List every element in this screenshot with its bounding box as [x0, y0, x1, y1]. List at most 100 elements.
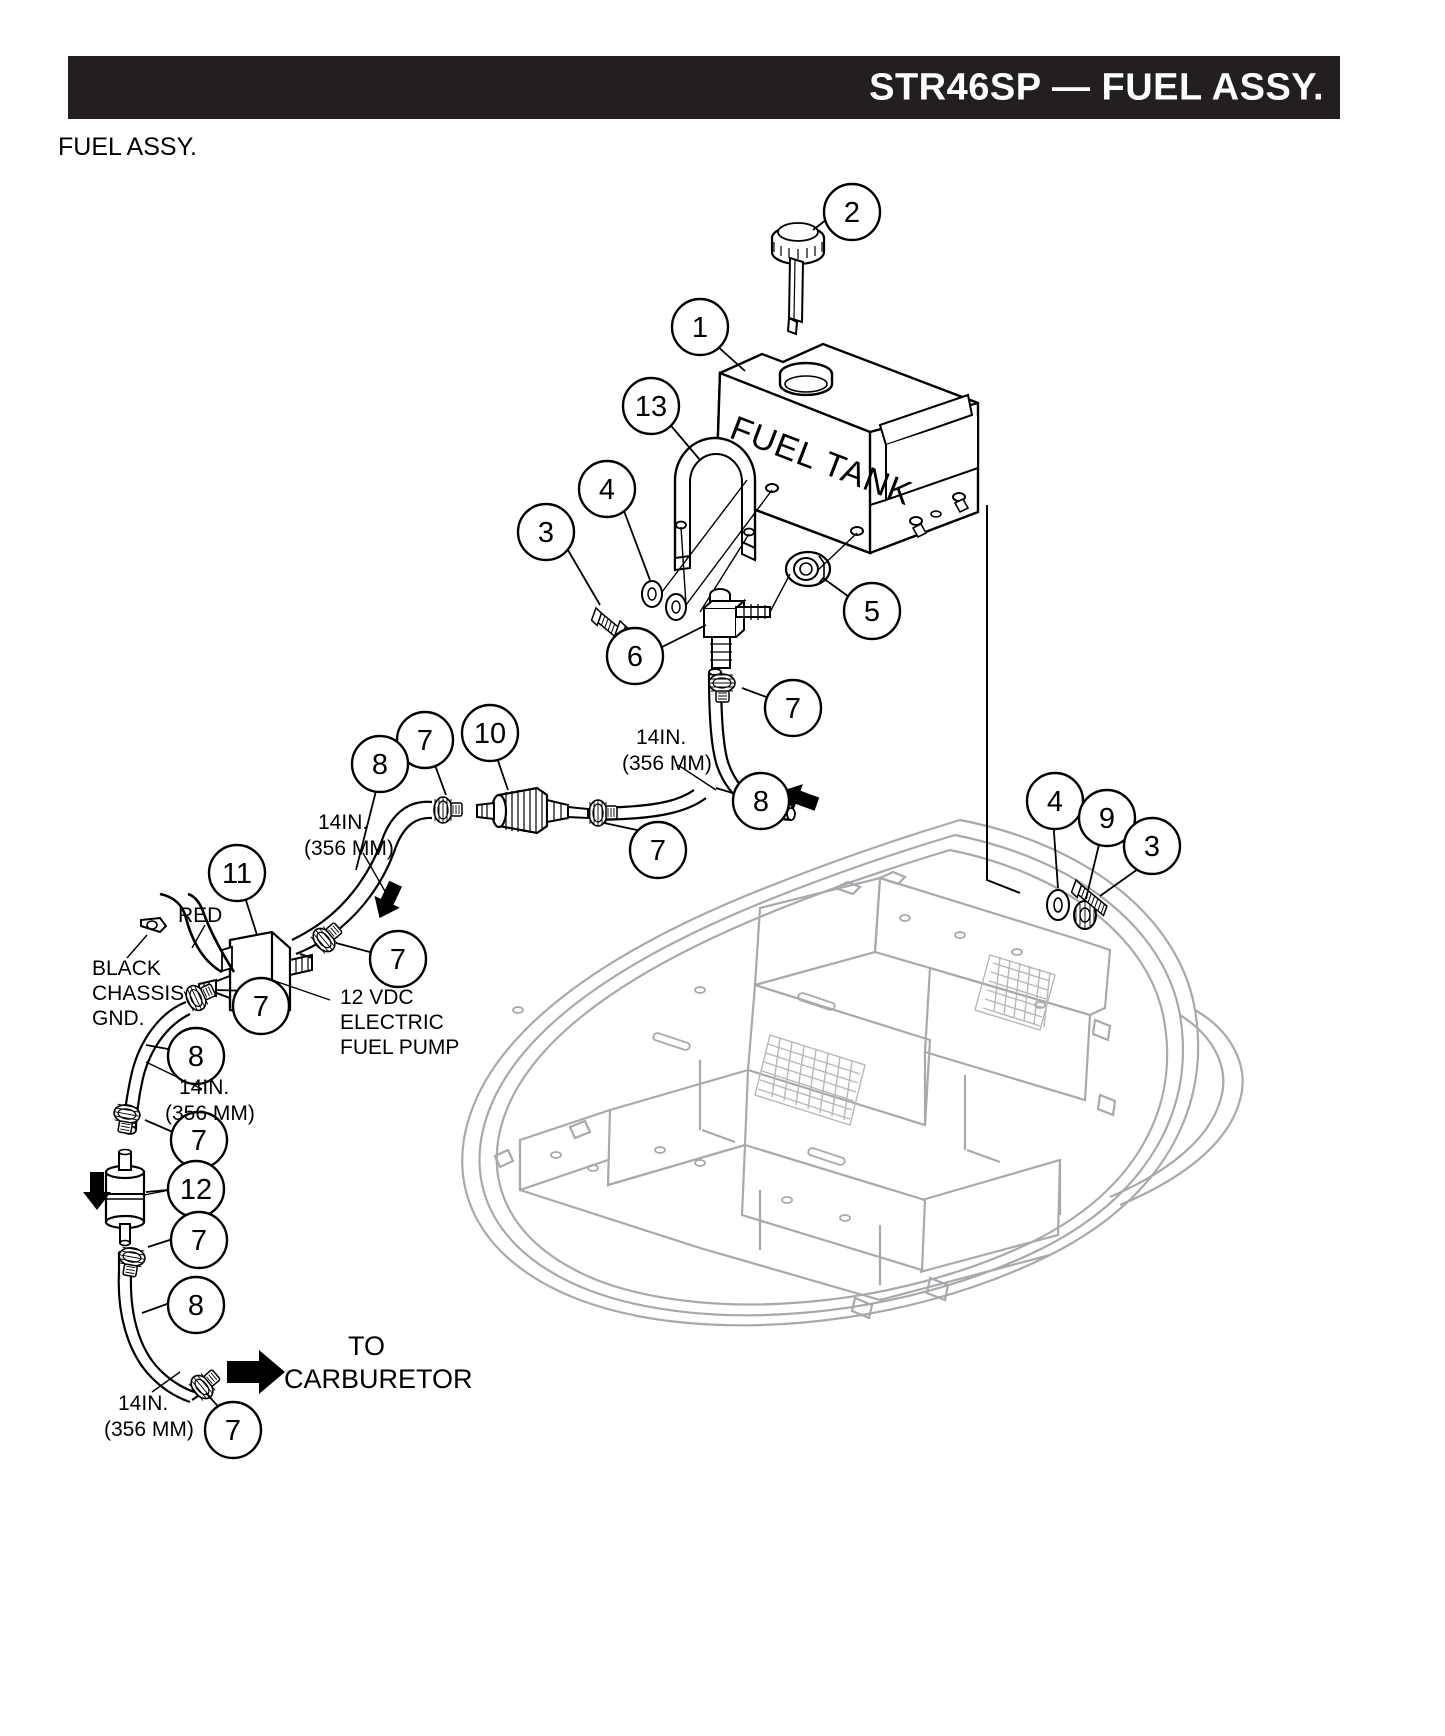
callout-8d[interactable]: 8: [166, 1275, 226, 1335]
grommet-part-5: [784, 532, 858, 588]
callout-7d[interactable]: 7: [368, 929, 428, 989]
callout-8b-number: 8: [753, 786, 769, 818]
callout-8a[interactable]: 8: [350, 734, 410, 794]
tank-strap-part-13: [673, 436, 757, 572]
callout-7b-number: 7: [417, 725, 433, 757]
washer-part-4a: [641, 580, 663, 608]
wire-labels: RED BLACK CHASSIS GND.: [92, 904, 222, 1030]
black-wire-label-line3: GND.: [92, 1007, 145, 1030]
to-carburetor-line1: TO: [348, 1331, 385, 1361]
dimension-note-4-line2: (356 MM): [104, 1418, 194, 1441]
dimension-note-3: 14IN. (356 MM): [165, 1076, 255, 1125]
to-carburetor-label: TO CARBURETOR: [284, 1331, 473, 1394]
callout-3a-number: 3: [538, 517, 554, 549]
callout-2-number: 2: [844, 197, 860, 229]
washer-part-4: [1046, 889, 1070, 921]
dimension-note-2-line2: (356 MM): [304, 837, 394, 860]
lockwasher-part-9: [1073, 900, 1097, 930]
callout-7a[interactable]: 7: [763, 678, 823, 738]
callout-7g-number: 7: [191, 1225, 207, 1257]
left-mount-hardware: [587, 479, 773, 658]
callout-5[interactable]: 5: [842, 581, 902, 641]
dimension-note-1-line1: 14IN.: [636, 726, 686, 749]
callout-8b[interactable]: 8: [731, 771, 791, 831]
hose-filter-to-pump: [291, 800, 433, 956]
callout-7f[interactable]: 7: [169, 1110, 229, 1170]
hose-clamp-7b: [433, 796, 463, 824]
fuel-cap-part-2: [770, 222, 826, 336]
callout-13[interactable]: 13: [621, 376, 681, 436]
callout-11[interactable]: 11: [207, 843, 267, 903]
callout-circles: 1 2 13 4 3: [166, 182, 1182, 1460]
callout-4a-number: 4: [599, 474, 615, 506]
callout-7a-number: 7: [785, 693, 801, 725]
dimension-note-2-line1: 14IN.: [318, 811, 368, 834]
callout-7e[interactable]: 7: [231, 976, 291, 1036]
hose-clamp-7d: [307, 917, 348, 957]
dimension-note-1-line2: (356 MM): [622, 752, 712, 775]
section-subtitle: FUEL ASSY.: [58, 133, 197, 161]
hose-clamp-7h: [185, 1364, 226, 1404]
callout-2[interactable]: 2: [822, 182, 882, 242]
callout-12[interactable]: 12: [166, 1159, 226, 1219]
callout-7c[interactable]: 7: [628, 820, 688, 880]
callout-3b-number: 3: [1144, 831, 1160, 863]
fuel-pump-label-line2: ELECTRIC: [340, 1011, 444, 1034]
callout-7h-number: 7: [225, 1415, 241, 1447]
callout-9-number: 9: [1099, 803, 1115, 835]
callout-13-number: 13: [635, 391, 667, 423]
callout-9[interactable]: 9: [1077, 788, 1137, 848]
callout-4b[interactable]: 4: [1025, 771, 1085, 831]
callout-12-number: 12: [180, 1174, 212, 1206]
callout-11-number: 11: [222, 858, 252, 890]
callout-10-number: 10: [474, 718, 506, 750]
page-title: STR46SP — FUEL ASSY.: [869, 66, 1324, 108]
right-mount-hardware: [986, 505, 1113, 930]
header-bar: STR46SP — FUEL ASSY.: [68, 56, 1340, 119]
callout-7d-number: 7: [390, 944, 406, 976]
fuel-pump-label-line1: 12 VDC: [340, 986, 414, 1009]
dimension-note-3-line2: (356 MM): [165, 1102, 255, 1125]
chassis-frame: [461, 818, 1244, 1327]
callout-3a[interactable]: 3: [516, 502, 576, 562]
callout-7f-number: 7: [191, 1125, 207, 1157]
component-labels: 12 VDC ELECTRIC FUEL PUMP: [340, 986, 459, 1059]
callout-4a[interactable]: 4: [577, 459, 637, 519]
elbow-fitting-part-6: [703, 573, 791, 669]
black-wire-label-line2: CHASSIS: [92, 982, 184, 1005]
red-wire-label: RED: [178, 904, 222, 927]
callout-5-number: 5: [864, 596, 880, 628]
callout-8a-number: 8: [372, 749, 388, 781]
black-wire-label-line1: BLACK: [92, 957, 161, 980]
dimension-note-4-line1: 14IN.: [118, 1392, 168, 1415]
dimension-note-3-line1: 14IN.: [179, 1076, 229, 1099]
callout-4b-number: 4: [1047, 786, 1063, 818]
dimension-note-4: 14IN. (356 MM): [104, 1392, 194, 1441]
callout-8c-number: 8: [188, 1041, 204, 1073]
callout-1-number: 1: [692, 312, 708, 344]
callout-8c[interactable]: 8: [166, 1026, 226, 1086]
hose-clamp-7g: [115, 1245, 148, 1279]
callout-7c-number: 7: [650, 835, 666, 867]
fuel-filter-part-12: [104, 1148, 171, 1247]
flow-arrow-filter: [83, 1172, 111, 1210]
washer-part-4b: [665, 593, 687, 621]
callout-7e-number: 7: [253, 991, 269, 1023]
callout-7h[interactable]: 7: [203, 1400, 263, 1460]
inline-filter-part-10: [476, 786, 589, 835]
callout-7b[interactable]: 7: [395, 710, 455, 770]
dimension-note-1: 14IN. (356 MM): [622, 726, 712, 775]
to-carburetor-line2: CARBURETOR: [284, 1364, 473, 1394]
callout-3b[interactable]: 3: [1122, 816, 1182, 876]
flow-arrow-carburetor: [227, 1350, 285, 1394]
callout-1[interactable]: 1: [670, 297, 730, 357]
callout-10[interactable]: 10: [460, 703, 520, 763]
hose-clamp-7c: [588, 799, 618, 827]
callout-7g[interactable]: 7: [169, 1210, 229, 1270]
callout-6[interactable]: 6: [605, 626, 665, 686]
flow-arrow-pump-hose: [374, 880, 402, 919]
dimension-notes: 14IN. (356 MM) 14IN. (356 MM) 14IN. (356…: [104, 726, 712, 1441]
